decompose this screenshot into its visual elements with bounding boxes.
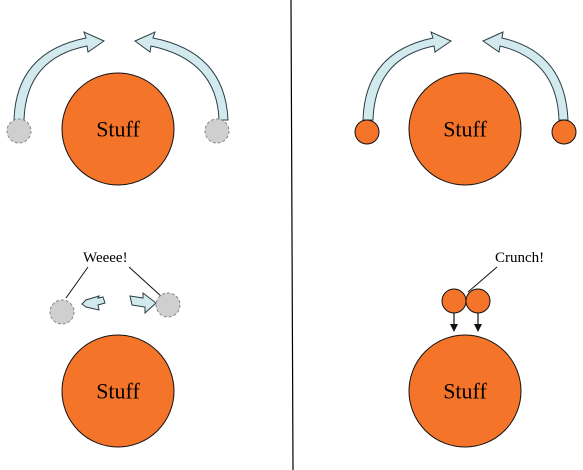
stuff-label: Stuff	[96, 117, 140, 142]
stuff-circle	[61, 334, 175, 448]
callout-text: Crunch!	[495, 250, 544, 266]
small-particle-right	[551, 119, 577, 145]
callout-pointer-line	[65, 266, 89, 299]
stuff-label: Stuff	[96, 379, 140, 404]
small-particle-right	[204, 118, 230, 144]
panel-top-left: Stuff	[6, 31, 230, 186]
callout-text: Weeee!	[83, 250, 128, 266]
curved-arrow-left-icon	[362, 31, 453, 121]
panel-bottom-right: Crunch! Stuff	[408, 250, 544, 448]
small-particle-right	[465, 288, 491, 314]
curved-arrow-left-icon	[13, 31, 106, 121]
divider-line	[290, 0, 294, 470]
stuff-circle	[408, 334, 522, 448]
small-particle-right	[155, 292, 181, 318]
panel-bottom-left: Weeee! Stuff	[49, 250, 181, 448]
stuff-circle	[408, 72, 522, 186]
panel-top-right: Stuff	[354, 31, 577, 186]
stuff-circle	[61, 72, 175, 186]
small-arrow-right-icon	[129, 291, 157, 315]
small-particle-left	[354, 119, 380, 145]
callout-pointer-line	[128, 266, 163, 298]
stuff-label: Stuff	[443, 117, 487, 142]
small-arrow-left-icon	[81, 295, 106, 311]
stuff-label: Stuff	[443, 379, 487, 404]
small-particle-left	[6, 118, 32, 144]
curved-arrow-right-icon	[134, 31, 229, 121]
curved-arrow-right-icon	[481, 31, 569, 121]
callout-pointer-line	[467, 266, 498, 293]
small-particle-left	[441, 288, 467, 314]
small-particle-left	[49, 299, 75, 325]
